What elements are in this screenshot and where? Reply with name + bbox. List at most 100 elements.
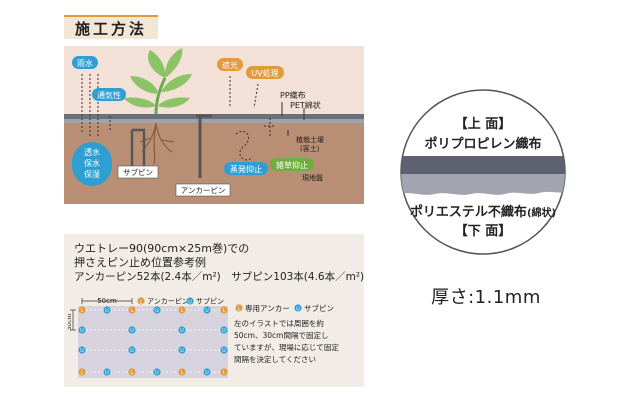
u-pin-dot bbox=[203, 306, 211, 314]
bed-soil-label-1: 植栽土壌 bbox=[296, 135, 324, 144]
u-pin-dot bbox=[153, 368, 161, 376]
u-pin-letter: U bbox=[130, 328, 134, 334]
nonwoven-layer bbox=[401, 174, 565, 195]
u-pin-dot bbox=[220, 346, 228, 354]
u-pin-letter: U bbox=[222, 348, 226, 354]
drainage-label-1: 透水 bbox=[84, 147, 100, 157]
sheet-area bbox=[78, 306, 228, 378]
legend-u-label: サブピン bbox=[196, 297, 224, 306]
water-arrows bbox=[81, 74, 99, 138]
anchor-pin-dot bbox=[128, 306, 136, 314]
u-pin-letter: U bbox=[222, 328, 226, 334]
evaporation-pill bbox=[224, 162, 268, 175]
rain-pill bbox=[72, 56, 98, 69]
pin-heading-2: 押さえピン止め位置参考例 bbox=[74, 256, 206, 269]
u-pin-letter: U bbox=[205, 308, 209, 314]
bottom-face-label: 【下 面】 bbox=[454, 224, 512, 239]
anchor-pin-dot bbox=[220, 368, 228, 376]
anchor-pin-letter: L bbox=[131, 308, 134, 314]
anchor-pin-letter: L bbox=[223, 308, 226, 314]
shading-pill bbox=[217, 58, 243, 71]
anchor-pin-letter: L bbox=[181, 308, 184, 314]
u-pin-letter: U bbox=[155, 308, 159, 314]
u-pin-dot bbox=[103, 368, 111, 376]
uv-arrow bbox=[253, 83, 259, 109]
plant-illustration bbox=[124, 48, 192, 115]
dimension-y-label: 30cm bbox=[68, 313, 73, 330]
anchor-pin-dot bbox=[128, 368, 136, 376]
bottom-material-label: ポリエステル不織布 bbox=[409, 205, 527, 220]
u-pin-letter: U bbox=[180, 348, 184, 354]
breathable-label: 通気性 bbox=[97, 90, 121, 100]
u-pin-letter: U bbox=[105, 370, 109, 376]
u-pin-letter: U bbox=[80, 328, 84, 334]
u-pin-dot bbox=[128, 326, 136, 334]
anchor-pin-dot bbox=[78, 368, 86, 376]
u-pin-dot bbox=[178, 346, 186, 354]
anchor-pin-dot bbox=[178, 368, 186, 376]
anchor-pin-label: アンカーピン bbox=[181, 186, 226, 195]
u-pin-box bbox=[117, 165, 159, 179]
pin-counts: アンカーピン52本(2.4本／m²) サブピン103本(4.6本／m²) bbox=[74, 271, 365, 283]
u-pin-letter: U bbox=[155, 370, 159, 376]
u-pin-letter: U bbox=[105, 308, 109, 314]
u-pin-dot bbox=[78, 326, 86, 334]
note-line-3: ていますが、現場に応じて固定 bbox=[234, 342, 339, 352]
anchor-pin-letter: L bbox=[81, 308, 84, 314]
evaporation-arrow bbox=[235, 130, 253, 161]
note-anchor-dot bbox=[235, 304, 243, 312]
sheet-bottom-layer bbox=[64, 119, 364, 123]
anchor-pin-letter: L bbox=[131, 370, 134, 376]
cross-section: 【上 面】 ポリプロピレン織布 ポリエステル不織布(綿状) 【下 面】 bbox=[399, 88, 567, 256]
rain-label: 雨水 bbox=[77, 58, 93, 68]
u-pin-illustration bbox=[130, 128, 146, 168]
anchor-pin-illustration bbox=[196, 114, 212, 178]
u-pin-dot bbox=[203, 368, 211, 376]
note-anchor-label: 専用アンカー bbox=[245, 303, 290, 313]
top-face-label: 【上 面】 bbox=[454, 117, 512, 132]
note-line-1: 左のイラストでは周囲を約 bbox=[234, 318, 324, 328]
uv-label: UV処理 bbox=[251, 68, 278, 78]
top-material-label: ポリプロピレン織布 bbox=[424, 137, 542, 152]
evaporation-label: 蒸発抑止 bbox=[230, 164, 262, 174]
cross-section-graphic bbox=[400, 89, 566, 255]
uv-pill bbox=[246, 66, 284, 79]
drainage-pill bbox=[72, 142, 112, 186]
note-u-letter: U bbox=[296, 307, 300, 313]
bottom-material-suffix: (綿状) bbox=[526, 208, 557, 219]
drainage-label-2: 保水 bbox=[84, 158, 100, 168]
weed-pill bbox=[270, 158, 314, 171]
drainage-label-3: 保湿 bbox=[84, 169, 100, 179]
u-pin-dot bbox=[178, 326, 186, 334]
woven-layer bbox=[401, 156, 565, 174]
anchor-pin-dot bbox=[220, 306, 228, 314]
pp-woven-label: PP織布 bbox=[280, 90, 306, 100]
anchor-pin-box bbox=[175, 183, 231, 197]
legend-anchor-dot bbox=[137, 297, 145, 305]
note-anchor-letter: L bbox=[238, 307, 241, 313]
u-pin-letter: U bbox=[130, 348, 134, 354]
legend-u-dot bbox=[186, 297, 194, 305]
dimension-x-label: 50cm bbox=[97, 297, 117, 305]
anchor-pin-dot bbox=[178, 306, 186, 314]
pin-heading-1: ウエトレー90(90cm×25m巻)での bbox=[74, 242, 250, 255]
thickness-label: 厚さ:1.1mm bbox=[431, 287, 541, 308]
u-pin-label: サブピン bbox=[123, 167, 153, 177]
u-pin-letter: U bbox=[80, 348, 84, 354]
weed-arrow bbox=[264, 118, 276, 138]
anchor-pin-dot bbox=[78, 306, 86, 314]
pet-fiber-label: PET綿状 bbox=[290, 100, 321, 110]
u-pin-dot bbox=[153, 306, 161, 314]
anchor-pin-letter: L bbox=[81, 370, 84, 376]
u-pin-letter: U bbox=[180, 328, 184, 334]
section-title: 施工方法 bbox=[64, 15, 158, 39]
note-u-label: サブピン bbox=[304, 303, 334, 313]
construction-diagram: 雨水 通気性 遮光 UV処理 透水 保水 保湿 蒸発抑止 雑草抑止 サブピン ア… bbox=[64, 46, 364, 204]
anchor-pin-letter: L bbox=[181, 370, 184, 376]
note-u-dot bbox=[294, 304, 302, 312]
u-pin-letter: U bbox=[205, 370, 209, 376]
shading-label: 遮光 bbox=[222, 60, 238, 70]
breathable-pill bbox=[92, 88, 126, 101]
